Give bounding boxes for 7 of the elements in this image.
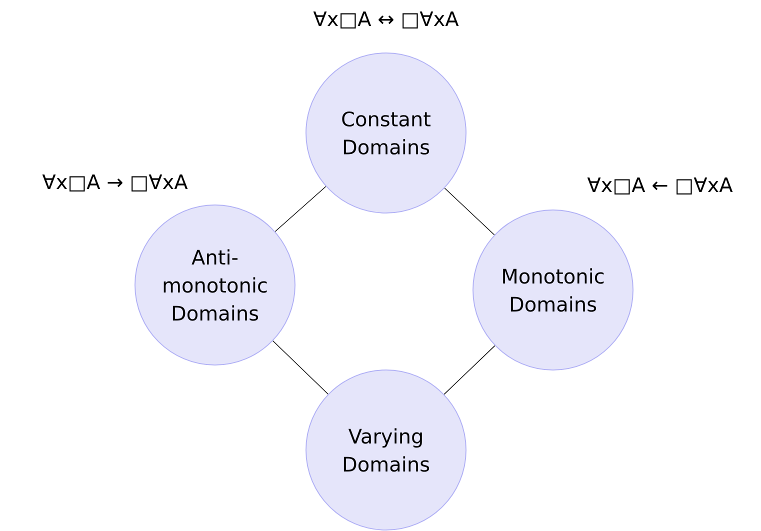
formula-label: ∀x□A ↔ □∀xA [313, 11, 459, 29]
connector-line [444, 345, 496, 395]
connector-line [444, 188, 495, 236]
connector-line [274, 186, 326, 232]
connector-line [272, 340, 328, 394]
formula-label: ∀x□A → □∀xA [42, 174, 188, 192]
formula-label: ∀x□A ← □∀xA [587, 178, 733, 195]
